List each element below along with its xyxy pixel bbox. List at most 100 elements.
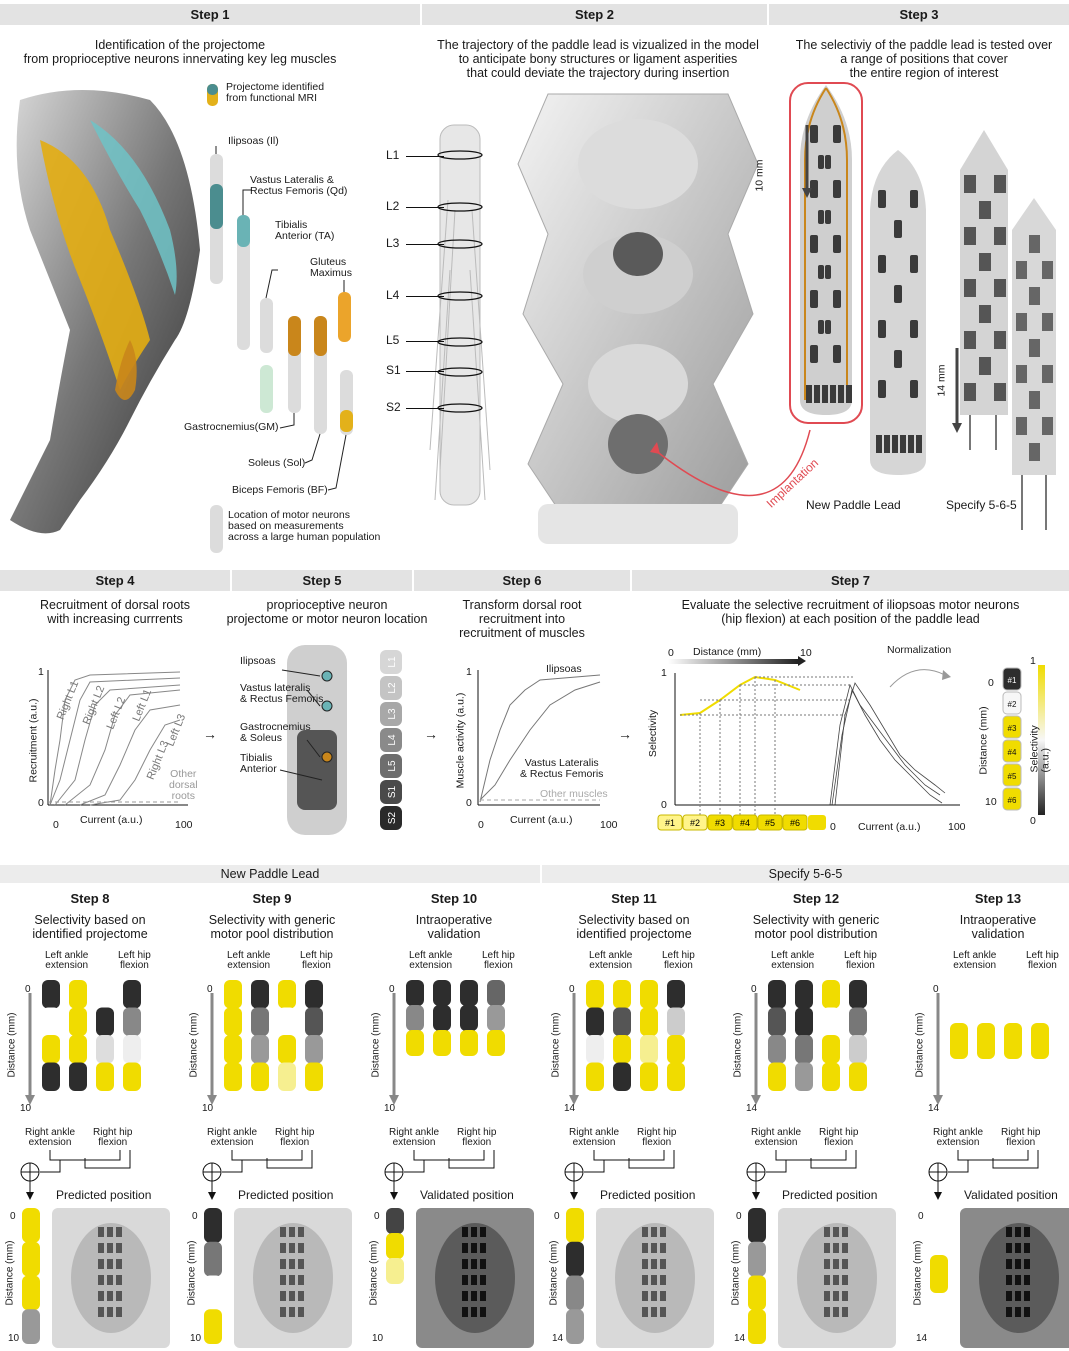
- position-bar-segment: [748, 1276, 766, 1311]
- step8-position-result: [0, 1205, 180, 1350]
- lead-contact: [462, 1291, 468, 1301]
- lead-contact: [979, 357, 991, 375]
- level-leader: [406, 408, 444, 409]
- lead-contact: [1006, 1243, 1012, 1253]
- lead-contact: [480, 1307, 486, 1317]
- lead-contact: [1015, 1243, 1021, 1253]
- position-bar-segment: [204, 1276, 222, 1311]
- lead-contact: [107, 1227, 113, 1237]
- lead-contact: [910, 255, 918, 273]
- lead-contact: [994, 331, 1006, 349]
- selectivity-bar-segment: [69, 1008, 87, 1037]
- lead-contact: [994, 175, 1006, 193]
- selectivity-bar-segment: [822, 980, 840, 1009]
- lead-contact: [824, 1307, 830, 1317]
- position-bar-segment: [748, 1208, 766, 1243]
- step12-caption: Selectivity with generic motor pool dist…: [726, 913, 906, 941]
- lead-contact: [833, 1291, 839, 1301]
- right-hip-flexion-label: Right hip flexion: [637, 1128, 676, 1148]
- validated-contact: [930, 1255, 948, 1293]
- step13-position-result: [908, 1205, 1069, 1350]
- step11-selectivity-bars: [544, 975, 724, 1125]
- selectivity-bar-segment: [96, 1008, 114, 1037]
- lead-contact: [846, 385, 852, 403]
- lead-contact: [994, 383, 1006, 401]
- step7-ylabel: Selectivity: [648, 710, 659, 757]
- lead-contact: [842, 1227, 848, 1237]
- step13-caption: Intraoperative validation: [908, 913, 1069, 941]
- lead-contact: [107, 1291, 113, 1301]
- level-leader: [406, 296, 444, 297]
- lead-contact: [98, 1307, 104, 1317]
- selectivity-bar-segment: [96, 980, 114, 1009]
- lead-contact: [824, 1259, 830, 1269]
- selectivity-bar-segment: [613, 1008, 631, 1037]
- selectivity-bar-segment: [586, 1035, 604, 1064]
- lead-contact: [1029, 235, 1040, 253]
- lead-contact: [642, 1275, 648, 1285]
- lead-contact: [280, 1243, 286, 1253]
- step11-position-result: [544, 1205, 724, 1350]
- lead-contact: [116, 1259, 122, 1269]
- step7-header: Step 7: [632, 570, 1069, 591]
- level-leader: [406, 156, 444, 157]
- lead-contact: [98, 1227, 104, 1237]
- vertebra-model: [508, 84, 770, 546]
- lead-contact: [1006, 1307, 1012, 1317]
- step7-caption: Evaluate the selective recruitment of il…: [632, 598, 1069, 626]
- step6-caption: Transform dorsal root recruitment into r…: [414, 598, 630, 640]
- lead-contact: [116, 1227, 122, 1237]
- lead-contact: [810, 290, 818, 308]
- lead-contact: [824, 1291, 830, 1301]
- lead-contact: [642, 1243, 648, 1253]
- position-bar-segment: [566, 1276, 584, 1311]
- selectivity-bar-segment: [849, 1063, 867, 1092]
- lead-contact: [660, 1259, 666, 1269]
- lead-contact: [892, 435, 898, 453]
- step11-header: Step 11: [544, 888, 724, 909]
- step7-cb-ylabel: Distance (mm): [979, 706, 990, 774]
- muscle-label-il: Ilipsoas (Il): [228, 136, 279, 147]
- lead-contact: [642, 1259, 648, 1269]
- lead-contact: [1006, 1227, 1012, 1237]
- selectivity-bar-segment: [795, 980, 813, 1009]
- lead-contact: [1042, 417, 1053, 435]
- step9-position-result: [182, 1205, 362, 1350]
- step4-ylabel: Recruitment (a.u.): [29, 698, 40, 782]
- lead-contact: [964, 383, 976, 401]
- lead-contact: [462, 1227, 468, 1237]
- lead-contact: [298, 1259, 304, 1269]
- step7-cb-label: Selectivity (a.u.): [1030, 716, 1052, 773]
- lead-contact: [910, 190, 918, 208]
- selectivity-bar-segment: [768, 1008, 786, 1037]
- right-ankle-extension-label: Right ankle extension: [207, 1128, 257, 1148]
- lead-contact: [1016, 365, 1027, 383]
- lead-contact: [994, 227, 1006, 245]
- step6-header: Step 6: [414, 570, 630, 591]
- selectivity-bar-segment: [69, 1063, 87, 1092]
- step6-x-right: 100: [600, 820, 618, 831]
- step10-selectivity-bars: [364, 975, 544, 1125]
- selectivity-bar-segment: [768, 980, 786, 1009]
- step8-selectivity-bars: [0, 975, 180, 1125]
- position-bar-segment: [748, 1242, 766, 1277]
- selectivity-bar-segment: [433, 1005, 451, 1031]
- scale-14mm-label: 14 mm: [937, 364, 948, 396]
- lead-contact: [651, 1259, 657, 1269]
- scale-10mm-label: 10 mm: [755, 159, 766, 191]
- left-ankle-extension-label: Left ankle extension: [227, 951, 270, 971]
- selectivity-bar-segment: [822, 1063, 840, 1092]
- step8-header: Step 8: [0, 888, 180, 909]
- selectivity-bar-segment: [667, 1063, 685, 1092]
- step4-x-left: 0: [53, 820, 59, 831]
- step7-y-top: 1: [661, 668, 667, 679]
- selectivity-bar-segment: [42, 980, 60, 1009]
- lead-contact: [289, 1307, 295, 1317]
- level-label-l2: L2: [386, 201, 399, 212]
- step4-y-top: 1: [38, 667, 44, 678]
- lead-contact: [810, 125, 818, 143]
- selectivity-bar-segment: [305, 980, 323, 1009]
- lead-contact: [1015, 1291, 1021, 1301]
- step7-cb-d10: 10: [985, 797, 997, 808]
- lead-contact: [642, 1291, 648, 1301]
